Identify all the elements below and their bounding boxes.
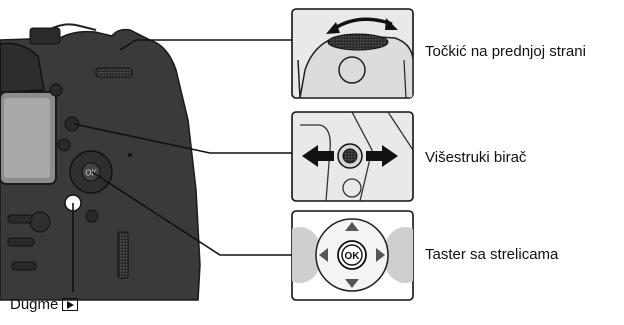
leader-multi-selector [73,123,292,154]
label-play-text: Dugme [10,296,59,313]
multi-selector-knob [64,116,80,132]
label-play-button: Dugme [10,296,79,313]
inset-arrow-pad: OK [291,210,414,301]
arrow-down-icon [345,279,359,288]
rear-dial [95,67,133,78]
body-ok-label: OK [85,169,97,178]
ok-label: OK [345,251,361,262]
eyecup [0,42,45,93]
inset-front-dial [291,8,414,99]
leader-front-dial [119,39,292,51]
arrow-right-icon [366,145,398,167]
label-arrow-pad: Taster sa strelicama [425,246,559,263]
playback-icon [62,298,79,311]
dial-button [338,56,366,84]
leader-lines [72,39,292,292]
grip-texture [117,231,129,279]
label-front-dial: Točkić na prednjoj strani [425,43,586,60]
arrow-up-icon [345,222,359,231]
front-dial-wheel [327,33,389,51]
delete-button [85,209,99,223]
inset-multi-selector [291,111,414,202]
mode-dial [29,27,61,45]
arrow-left-pad-icon [319,248,328,262]
arrow-left-icon [302,145,334,167]
af-button [49,83,63,97]
menu-button [57,138,71,152]
label-multi-selector: Višestruki birač [425,149,527,166]
leader-arrow-pad [91,171,292,256]
camera-body: OK [0,23,201,301]
lever [29,211,51,233]
arrow-right-pad-icon [376,248,385,262]
